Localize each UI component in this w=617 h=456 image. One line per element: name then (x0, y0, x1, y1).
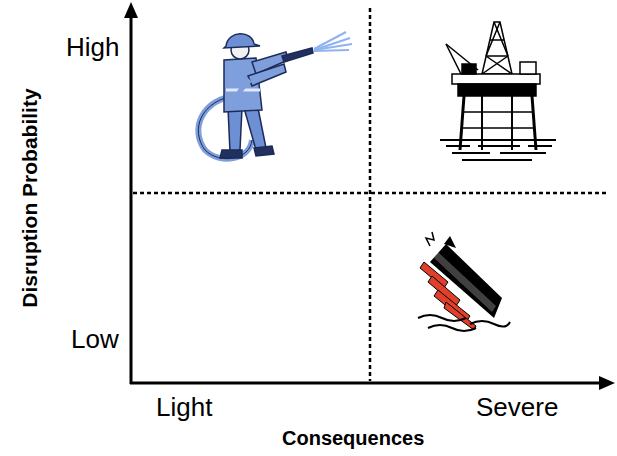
axis-level: High (66, 33, 119, 63)
axis-arrowhead (599, 376, 615, 390)
axes (130, 14, 604, 384)
oil-platform-icon (440, 22, 556, 160)
axis-level: Severe (476, 393, 558, 423)
axis-level: Low (71, 325, 119, 355)
sinking-ship-icon (418, 232, 510, 331)
axis-level: Light (156, 393, 212, 423)
quadrant-divider (133, 8, 608, 381)
firefighter-icon (198, 32, 352, 159)
axis-title: Disruption Probability (18, 88, 42, 307)
axis-arrowhead (124, 2, 138, 18)
axis-title: Consequences (282, 427, 424, 450)
